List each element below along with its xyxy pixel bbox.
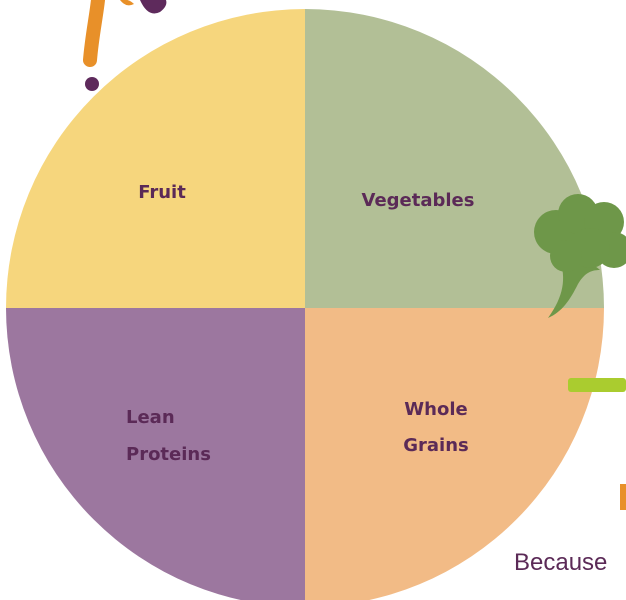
because-text: Because (514, 549, 607, 577)
plate (6, 9, 604, 600)
fruit-quadrant (6, 9, 305, 308)
whole-grains-label-line1: Whole (404, 399, 467, 420)
fruit-label: Fruit (138, 182, 186, 203)
green-accent-bar (568, 378, 626, 392)
whole-grains-label-line2: Grains (403, 435, 469, 456)
lean-proteins-label-line2: Proteins (126, 444, 211, 465)
orange-accent-mark (620, 484, 626, 510)
vegetables-label: Vegetables (362, 190, 475, 211)
lean-proteins-label-line1: Lean (126, 407, 175, 428)
